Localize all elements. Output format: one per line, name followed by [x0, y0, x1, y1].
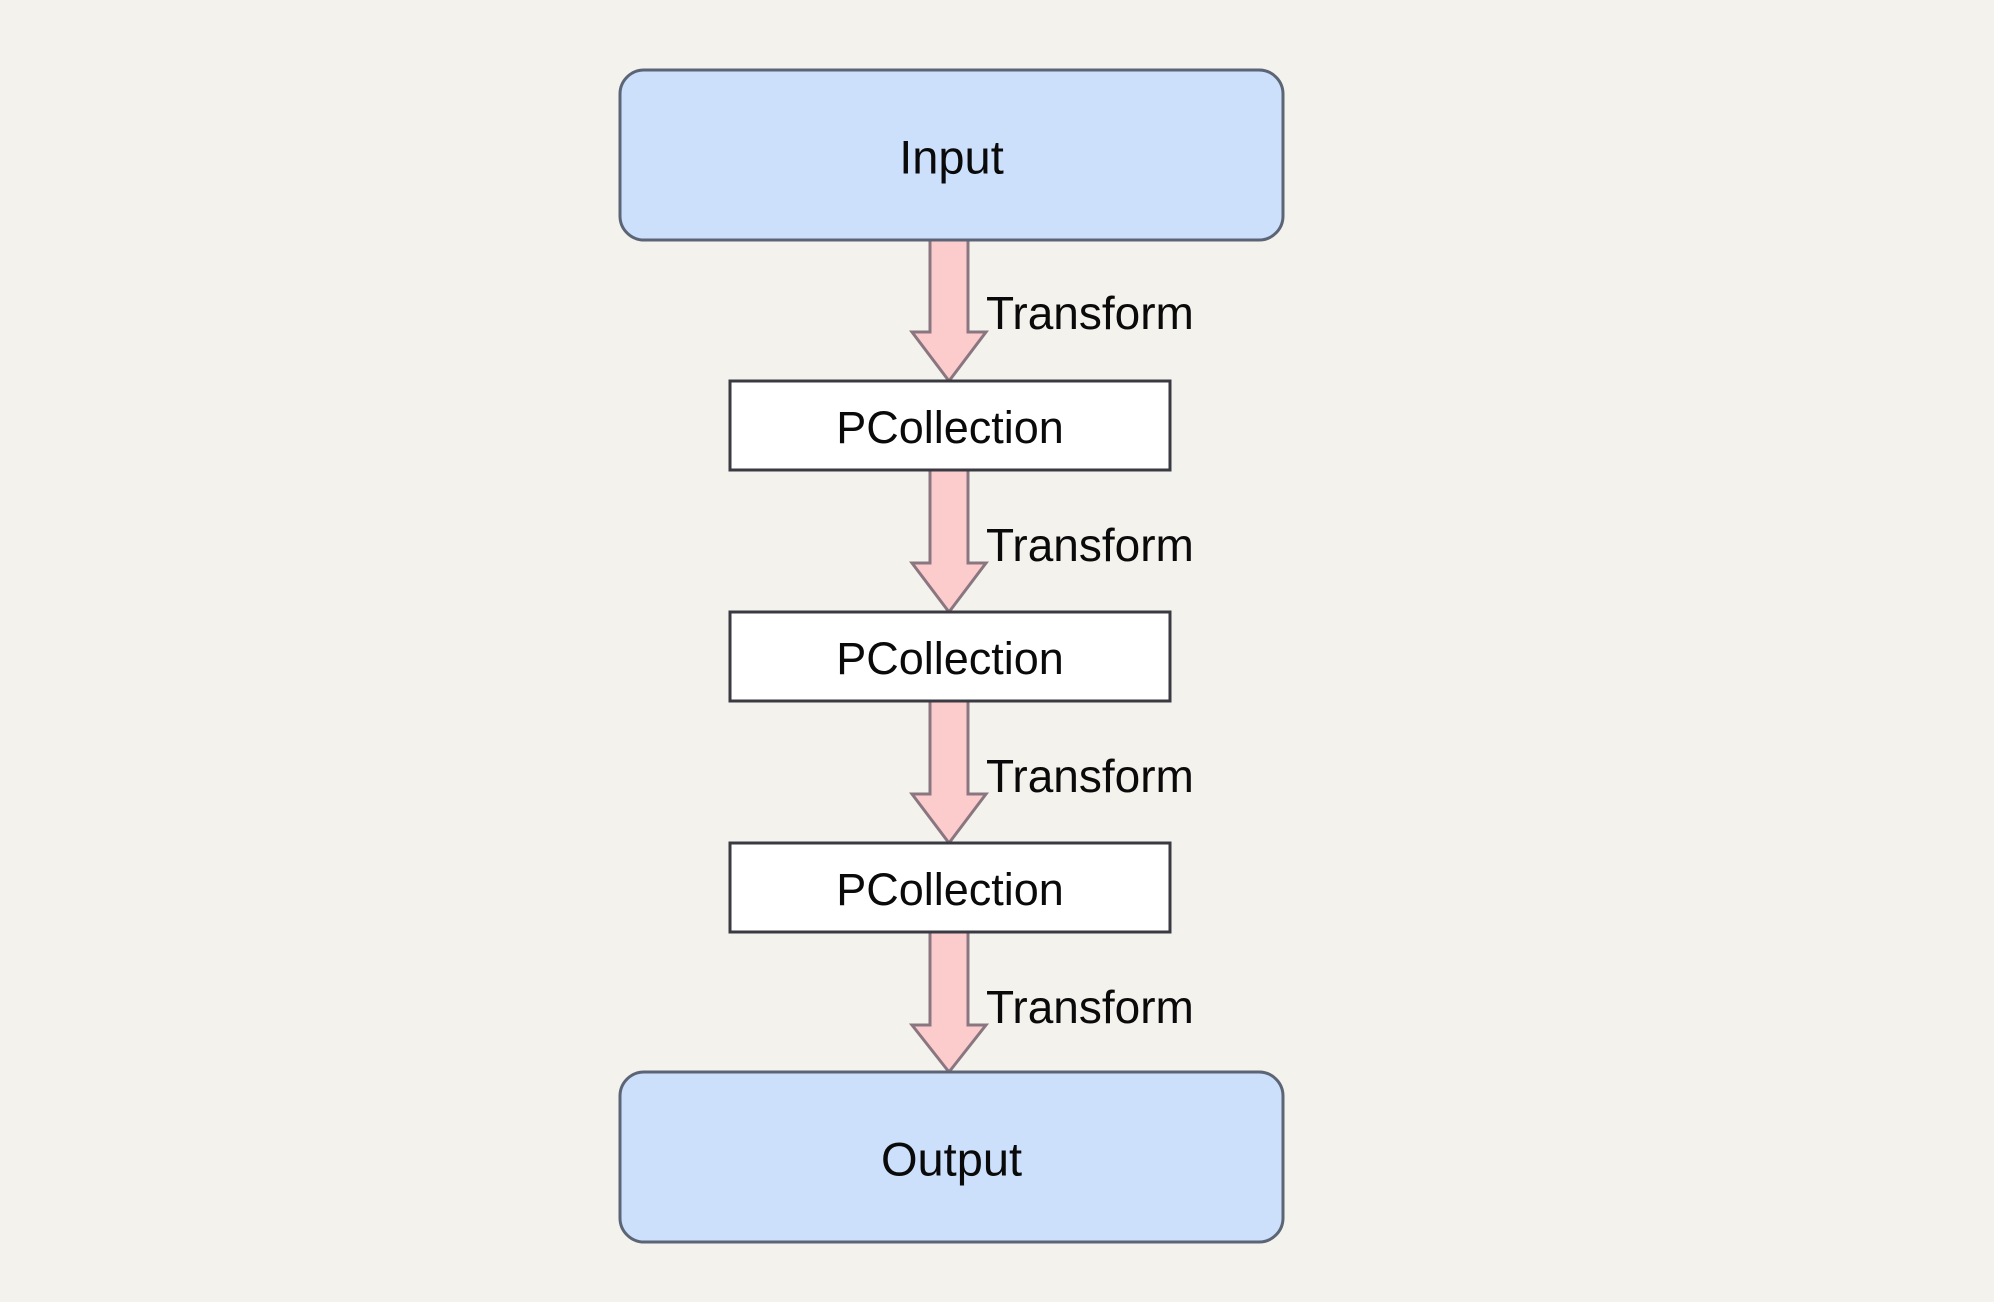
- arrow-4: [908, 930, 990, 1075]
- node-pcollection-1[interactable]: PCollection: [728, 379, 1172, 472]
- node-label-pcollection-1: PCollection: [836, 402, 1064, 453]
- node-pcollection-3[interactable]: PCollection: [728, 841, 1172, 934]
- node-label-pcollection-3: PCollection: [836, 864, 1064, 915]
- node-input[interactable]: Input: [618, 68, 1285, 242]
- edge-4-transform-arrow: Transform: [908, 930, 1194, 1075]
- node-box-output[interactable]: [618, 1070, 1285, 1244]
- edge-3-transform-arrow: Transform: [908, 699, 1194, 846]
- node-box-input[interactable]: [618, 68, 1285, 242]
- node-output[interactable]: Output: [618, 1070, 1285, 1244]
- arrow-1: [908, 238, 990, 384]
- node-label-pcollection-2: PCollection: [836, 633, 1064, 684]
- edge-label-3: Transform: [986, 750, 1194, 802]
- arrow-3: [908, 699, 990, 846]
- node-label-input: Input: [899, 131, 1004, 184]
- edge-label-4: Transform: [986, 981, 1194, 1033]
- arrow-2: [908, 468, 990, 615]
- node-pcollection-2[interactable]: PCollection: [728, 610, 1172, 703]
- edge-1-transform-arrow: Transform: [908, 238, 1194, 384]
- edge-2-transform-arrow: Transform: [908, 468, 1194, 615]
- node-box-pcollection-3[interactable]: [728, 841, 1172, 934]
- node-label-output: Output: [881, 1133, 1022, 1186]
- edge-label-1: Transform: [986, 287, 1194, 339]
- node-box-pcollection-1[interactable]: [728, 379, 1172, 472]
- node-box-pcollection-2[interactable]: [728, 610, 1172, 703]
- edge-label-2: Transform: [986, 519, 1194, 571]
